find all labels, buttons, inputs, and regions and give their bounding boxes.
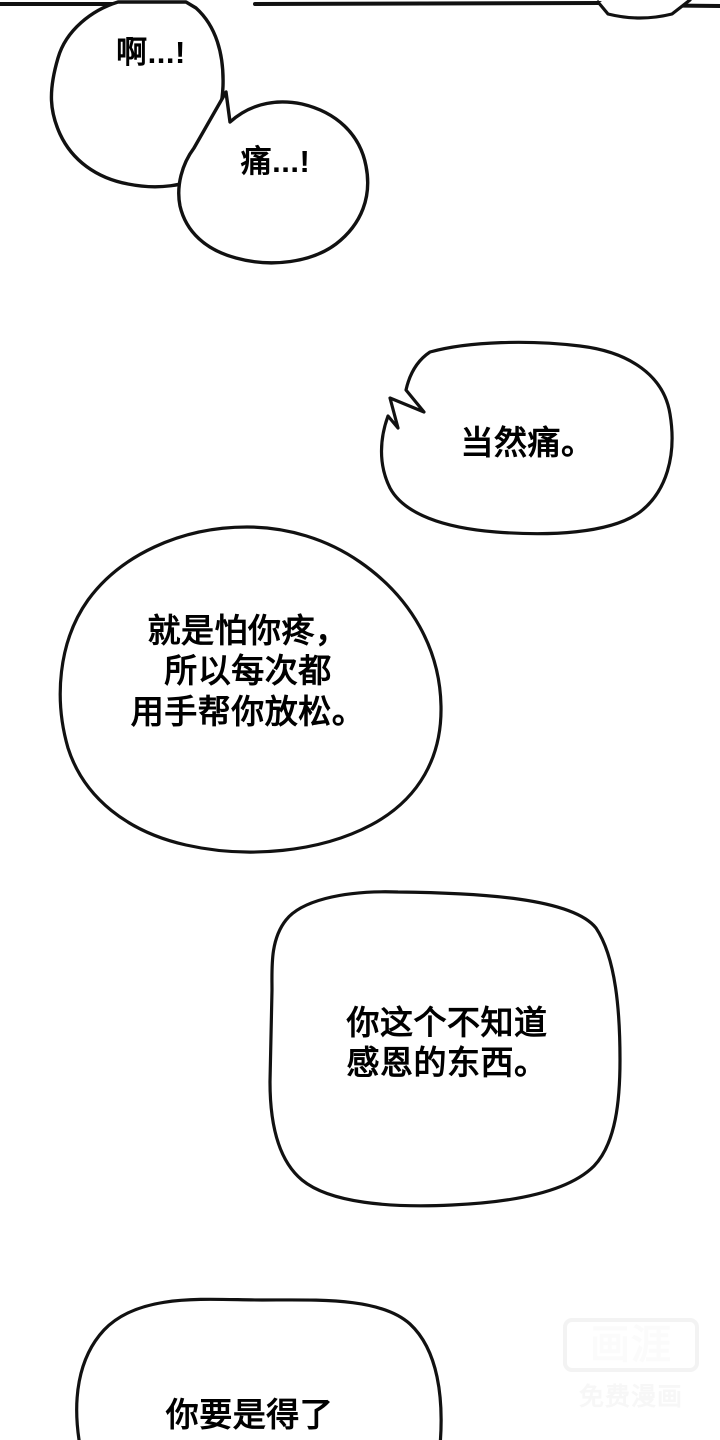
speech-bubble-pain-text: 痛...!: [240, 144, 311, 179]
speech-bubble-ungrateful-text: 你这个不知道 感恩的东西。: [346, 1004, 548, 1082]
speech-bubble-if-you-text: 你要是得了: [165, 1396, 334, 1433]
speech-bubble-clipped-top-right: [596, 0, 692, 20]
speech-bubble-afraid-text: 就是怕你疼， 所以每次都 用手帮你放松。: [130, 612, 366, 730]
site-watermark: 画涯 免费漫画: [563, 1318, 709, 1426]
watermark-logo: 画涯: [563, 1318, 699, 1372]
watermark-subtitle: 免费漫画: [578, 1383, 683, 1411]
panel-top-border: [0, 1, 720, 8]
speech-bubble-ah-text: 啊...!: [116, 35, 186, 70]
speech-bubble-of-course-text: 当然痛。: [460, 424, 595, 461]
